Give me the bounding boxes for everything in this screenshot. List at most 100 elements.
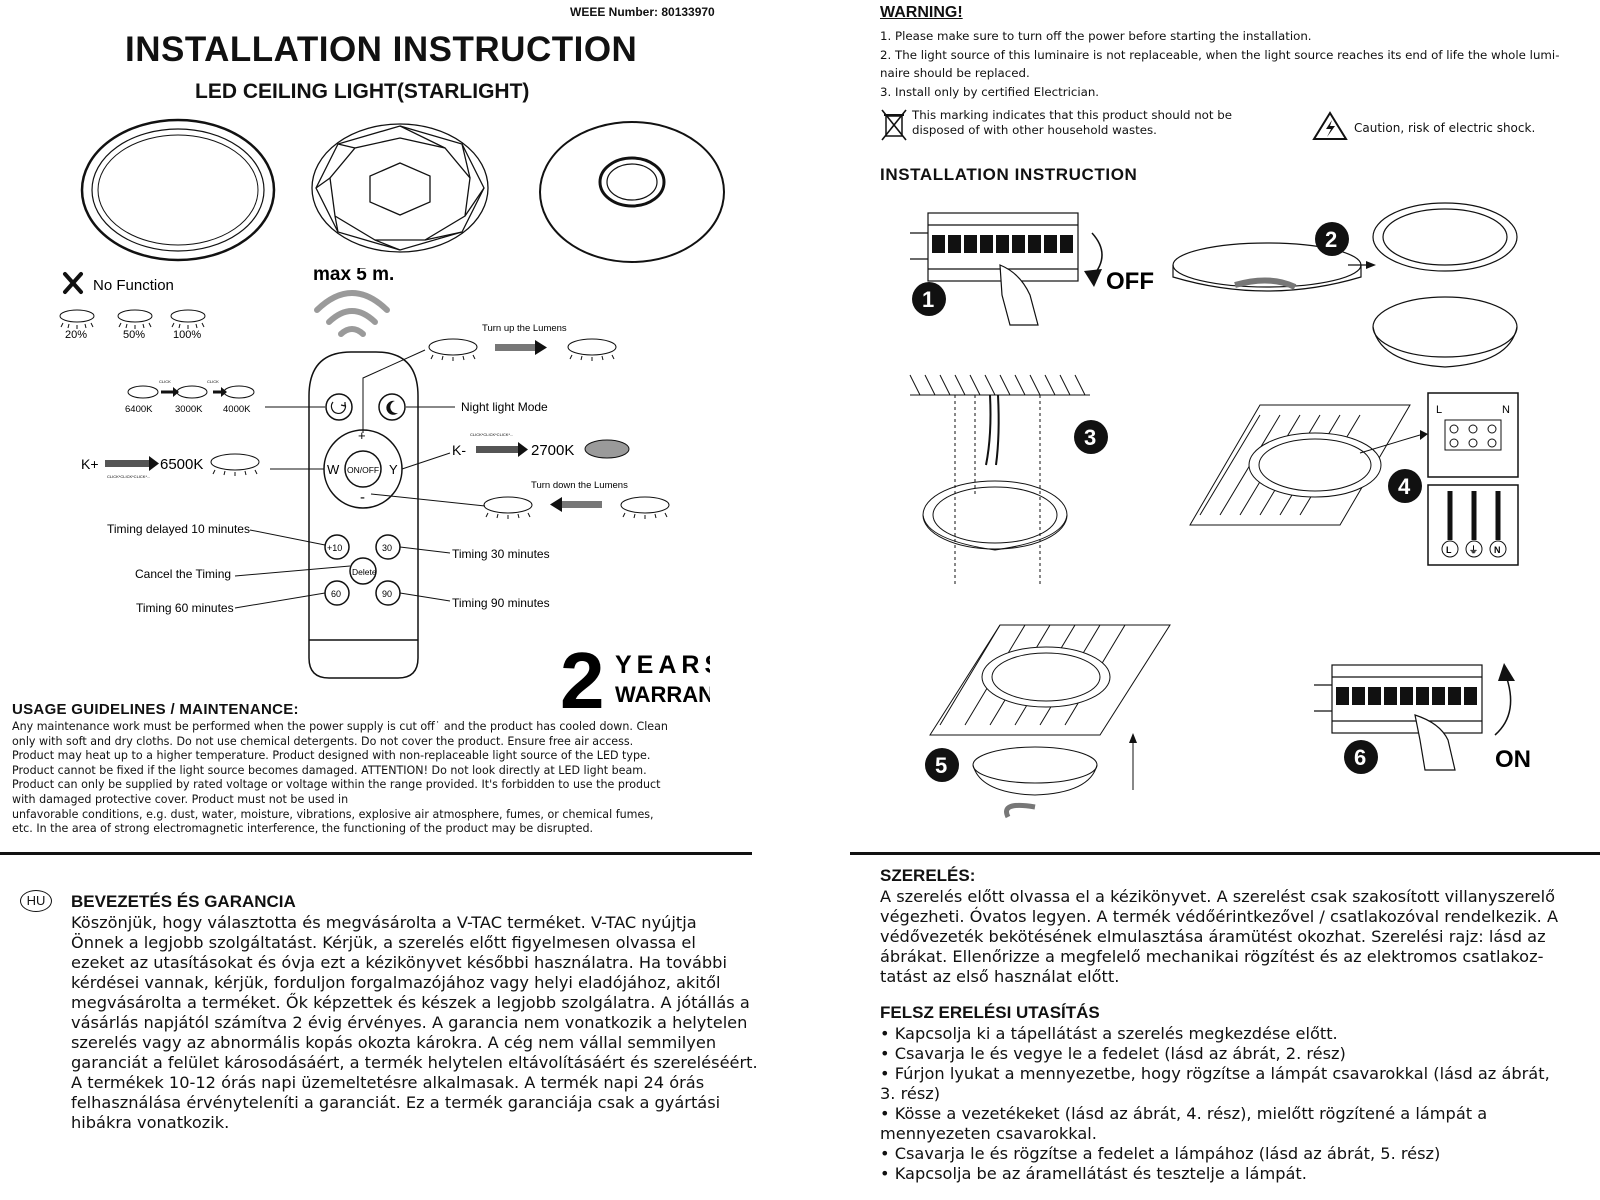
step-5-number: 5 <box>935 753 947 778</box>
language-badge: HU <box>20 890 52 912</box>
plus-button-label: + <box>358 428 366 443</box>
warning-line: 2. The light source of this luminaire is… <box>880 47 1560 62</box>
divider-left <box>0 852 752 855</box>
timing-30-label: Timing 30 minutes <box>452 547 550 561</box>
w-button-label: W <box>327 462 340 477</box>
usage-line: Product can only be supplied by rated vo… <box>12 778 661 792</box>
hu-mounting-line: tatást az első használat előtt. <box>880 967 1120 986</box>
terminal-l-label: L <box>1436 404 1442 416</box>
terminal-n-label: N <box>1502 404 1510 416</box>
warranty-number: 2 <box>560 640 605 715</box>
hu-intro-line: szerelés vagy az abnormális kopás okozta… <box>71 1033 717 1052</box>
timing-90-label: Timing 90 minutes <box>452 596 550 610</box>
warranty-word: WARRANTY <box>615 682 710 707</box>
caution-label: Caution, risk of electric shock. <box>1354 121 1536 135</box>
hu-step-item: mennyezeten csavarokkal. <box>880 1124 1097 1143</box>
wire-earth-label: ⏚ <box>1469 545 1478 555</box>
hu-intro-line: Köszönjük, hogy választotta és megvásáro… <box>71 913 697 932</box>
no-function-label: No Function <box>93 277 174 294</box>
turn-down-label: Turn down the Lumens <box>531 480 628 491</box>
sixty-button-label: 60 <box>331 589 341 599</box>
hu-mounting-line: védővezeték bekötésének elmulasztása ára… <box>880 927 1546 946</box>
wireless-signal-icon <box>314 290 390 337</box>
usage-line: Product may heat up to a higher temperat… <box>12 749 651 763</box>
hu-intro-line: A termékek 10-12 órás napi üzemeltetésre… <box>71 1073 705 1092</box>
click-label-1: CLICK <box>159 379 171 384</box>
remote-control-diagram: No Function 20% 50% 100% max 5 m. CLICK … <box>59 268 670 679</box>
hu-step-item: • Csavarja le és rögzítse a fedelet a lá… <box>880 1144 1441 1163</box>
clicks-label-2: CLICK*CLICK*CLICK*... <box>470 432 513 437</box>
delete-button-label: Delete <box>352 567 377 577</box>
hu-intro-line: vásárlás napjától számítva 2 évig érvény… <box>71 1013 748 1032</box>
usage-line: Any maintenance work must be performed w… <box>12 720 668 733</box>
usage-guidelines: USAGE GUIDELINES / MAINTENANCE: Any main… <box>12 701 752 837</box>
hu-intro-line: Önnek a legjobb szolgáltatást. Kérjük, a… <box>71 933 696 952</box>
lamp-speaker-illustration <box>539 121 725 263</box>
temp-6500k-label: 6500K <box>160 456 203 473</box>
hu-intro-line: ezeket az utasításokat és óvja ezt a kéz… <box>71 953 727 972</box>
hu-step-item: 3. rész) <box>880 1084 941 1103</box>
k-plus-label: K+ <box>81 456 99 472</box>
step-6-breaker-on: 6 ON <box>1314 663 1531 774</box>
lamp-round-illustration <box>80 118 276 262</box>
electric-shock-icon <box>1312 111 1348 140</box>
hu-step-item: • Kösse a vezetékeket (lásd az ábrát, 4.… <box>880 1104 1488 1123</box>
brightness-50-label: 50% <box>123 329 145 341</box>
hu-intro-section: BEVEZETÉS ÉS GARANCIA Köszönjük, hogy vá… <box>71 892 791 1133</box>
divider-right <box>850 852 1600 855</box>
hu-intro-heading: BEVEZETÉS ÉS GARANCIA <box>71 892 296 911</box>
temp-6400k-label: 6400K <box>125 404 153 415</box>
step-4-number: 4 <box>1398 474 1411 499</box>
brightness-20-label: 20% <box>65 329 87 341</box>
usage-line: etc. In the area of strong electromagnet… <box>12 822 594 836</box>
warranty-years: YEARS <box>615 651 710 679</box>
hu-intro-line: megvásárolta a terméket. Ők képzettek és… <box>71 993 750 1012</box>
usage-line: Product cannot be fixed if the light sou… <box>12 763 647 777</box>
warning-section: WARNING! 1. Please make sure to turn off… <box>880 4 1590 101</box>
usage-line: with damaged protective cover. Product m… <box>12 792 349 806</box>
hu-intro-line: felhasználása érvényteleníti a garanciát… <box>71 1093 721 1112</box>
step-2-number: 2 <box>1325 227 1337 252</box>
hu-steps-heading: FELSZ ERELÉSI UTASÍTÁS <box>880 1003 1100 1022</box>
step-3-number: 3 <box>1084 425 1096 450</box>
hu-step-item: • Csavarja le és vegye le a fedelet (lás… <box>880 1044 1346 1063</box>
turn-up-label: Turn up the Lumens <box>482 323 567 334</box>
click-label-2: CLICK <box>207 379 219 384</box>
y-button-label: Y <box>389 462 398 477</box>
page-title: INSTALLATION INSTRUCTION <box>125 30 638 69</box>
hu-intro-line: garanciát a felület károsodásáért, a ter… <box>71 1053 758 1072</box>
step-1-number: 1 <box>922 287 934 312</box>
ninety-button-label: 90 <box>382 589 392 599</box>
step-1-breaker-off: 1 OFF <box>910 212 1154 326</box>
no-function-icon <box>63 272 83 294</box>
hu-mounting-line: A szerelés előtt olvassa el a kézikönyve… <box>880 887 1556 906</box>
hu-intro-line: kérdései vannak, kérjük, forduljon forga… <box>71 973 721 992</box>
warning-line: 1. Please make sure to turn off the powe… <box>880 29 1312 43</box>
timing-10-label: Timing delayed 10 minutes <box>107 522 250 536</box>
clicks-label-1: CLICK*CLICK*CLICK*... <box>107 474 150 479</box>
hu-mounting-line: végezheti. Óvatos legyen. A termék védőé… <box>880 907 1559 926</box>
cycle-icon <box>330 401 347 414</box>
wire-n-label: N <box>1494 545 1501 555</box>
warranty-badge: 2 YEARS WARRANTY <box>560 640 710 715</box>
hu-intro-line: hibákra vonatkozik. <box>71 1113 230 1132</box>
on-label: ON <box>1495 746 1531 773</box>
minus-button-label: - <box>360 489 365 506</box>
weee-bin-icon <box>881 109 907 141</box>
thirty-button-label: 30 <box>382 543 392 553</box>
warning-heading: WARNING! <box>880 4 963 21</box>
lamp-starlight-illustration <box>311 123 489 253</box>
warning-line: 3. Install only by certified Electrician… <box>880 84 1100 99</box>
step-4-wiring <box>1189 392 1519 566</box>
weee-note-line: disposed of with other household wastes. <box>912 123 1157 137</box>
installation-steps-diagram: 1 OFF 2 3 <box>909 202 1531 819</box>
step-3-drill-ceiling <box>909 374 1090 585</box>
off-label: OFF <box>1106 268 1154 295</box>
temp-2700k-label: 2700K <box>531 442 574 459</box>
installation-heading: INSTALLATION INSTRUCTION <box>880 165 1138 184</box>
weee-number: WEEE Number: 80133970 <box>570 5 715 19</box>
product-illustrations <box>80 118 725 263</box>
plus10-button-label: +10 <box>327 543 342 553</box>
moon-icon <box>386 400 398 415</box>
page-subtitle: LED CEILING LIGHT(STARLIGHT) <box>195 80 530 103</box>
